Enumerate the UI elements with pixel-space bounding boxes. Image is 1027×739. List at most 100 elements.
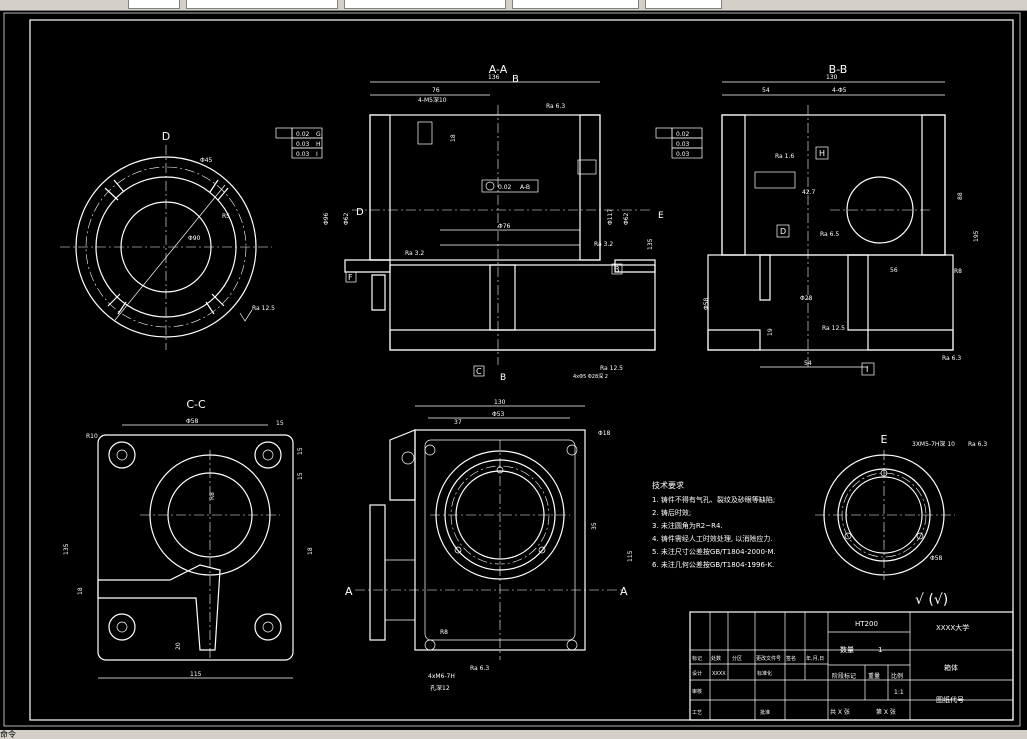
svg-text:Ra 6.3: Ra 6.3: [968, 441, 987, 448]
svg-text:Φ53: Φ53: [492, 411, 505, 418]
svg-text:A: A: [345, 585, 353, 598]
view-aa-label: A-A: [489, 63, 508, 76]
svg-text:Ra 6.3: Ra 6.3: [546, 103, 565, 110]
svg-text:19: 19: [767, 328, 774, 336]
svg-text:处数: 处数: [711, 655, 721, 662]
svg-text:4-M5深10: 4-M5深10: [418, 96, 447, 104]
tab-5[interactable]: [645, 0, 722, 9]
svg-text:37: 37: [454, 419, 462, 426]
cc-plate: [97, 434, 294, 661]
svg-text:A-B: A-B: [520, 184, 530, 191]
tab-2[interactable]: [186, 0, 338, 9]
svg-text:B: B: [614, 265, 620, 274]
svg-text:第 X 张: 第 X 张: [876, 708, 896, 716]
svg-text:R8: R8: [440, 629, 448, 636]
svg-text:18: 18: [77, 587, 84, 595]
svg-text:0.02: 0.02: [498, 184, 512, 191]
svg-text:136: 136: [488, 74, 500, 81]
svg-text:56: 56: [890, 267, 898, 274]
svg-text:C: C: [476, 367, 482, 376]
svg-text:0.03: 0.03: [676, 151, 690, 158]
view-e: E 3XM5-7H深 10 Ra 6.3 Φ58: [815, 433, 987, 580]
d-dim-phi45: Φ45: [200, 157, 213, 164]
svg-text:130: 130: [494, 399, 506, 406]
tech-req-line-3: 3. 未注圆角为R2~R4.: [652, 521, 723, 530]
svg-text:H: H: [316, 141, 321, 148]
tech-requirements: 技术要求 1. 铸件不得有气孔、裂纹及砂眼等缺陷; 2. 铸后时效; 3. 未注…: [652, 480, 776, 569]
svg-text:Φ117: Φ117: [607, 209, 614, 225]
svg-text:Ra 6.5: Ra 6.5: [820, 231, 839, 238]
view-front: 130 Φ53 37 Φ18 R8 115 35 A A 4xM6-7H 孔深1…: [345, 399, 634, 692]
svg-text:195: 195: [973, 230, 980, 242]
svg-text:Ra 3.2: Ra 3.2: [405, 250, 424, 257]
sheet-frame: [29, 19, 1014, 721]
svg-text:更改文件号: 更改文件号: [756, 655, 781, 662]
tech-req-title: 技术要求: [652, 480, 684, 490]
svg-text:135: 135: [63, 543, 70, 555]
svg-text:签名: 签名: [786, 655, 796, 662]
svg-text:4-Φ5: 4-Φ5: [832, 87, 847, 94]
svg-text:54: 54: [804, 360, 812, 367]
svg-text:B: B: [512, 74, 519, 85]
svg-text:18: 18: [307, 547, 314, 555]
svg-text:0.03: 0.03: [296, 151, 310, 158]
svg-text:130: 130: [826, 74, 838, 81]
command-line[interactable]: 命令: [0, 730, 1027, 739]
svg-text:76: 76: [432, 87, 440, 94]
svg-text:标准化: 标准化: [757, 670, 772, 677]
svg-text:1: 1: [878, 646, 882, 654]
svg-text:Ra 12.5: Ra 12.5: [600, 365, 623, 372]
d-roughness: Ra 12.5: [252, 305, 275, 312]
svg-text:54: 54: [762, 87, 770, 94]
svg-text:R5: R5: [222, 213, 230, 220]
svg-text:E: E: [658, 211, 664, 221]
surface-finish-symbol: √ (√): [915, 592, 948, 608]
svg-text:115: 115: [190, 671, 202, 678]
svg-text:R8: R8: [954, 268, 962, 275]
view-cc-label: C-C: [186, 398, 206, 411]
tb-school: XXXX大学: [936, 623, 969, 632]
svg-text:Φ62: Φ62: [343, 212, 350, 225]
tech-req-line-4: 4. 铸件需经人工时效处理, 以消除应力.: [652, 534, 773, 543]
drawing-canvas[interactable]: D Φ45 R5 Φ90 Ra 12.5 A-A 136 76 4-M5深10 …: [0, 10, 1027, 730]
tab-1[interactable]: [128, 0, 180, 9]
svg-text:Ra 6.3: Ra 6.3: [470, 665, 489, 672]
svg-text:孔深12: 孔深12: [430, 684, 450, 692]
svg-text:标记: 标记: [692, 655, 702, 662]
tab-3[interactable]: [344, 0, 506, 9]
svg-text:135: 135: [647, 238, 654, 250]
svg-text:Φ28: Φ28: [800, 295, 813, 302]
svg-text:35: 35: [591, 522, 598, 530]
svg-text:Φ58: Φ58: [703, 297, 710, 310]
view-d-outer-circle: [75, 156, 257, 338]
tech-req-line-6: 6. 未注几何公差按GB/T1804-1996-K.: [652, 560, 774, 569]
svg-text:Φ58: Φ58: [930, 555, 943, 562]
svg-text:XXXX: XXXX: [712, 671, 726, 677]
tech-req-line-2: 2. 铸后时效;: [652, 508, 691, 517]
svg-text:F: F: [348, 273, 353, 282]
svg-text:Φ96: Φ96: [323, 212, 330, 225]
view-e-label: E: [881, 433, 888, 446]
svg-text:20: 20: [175, 642, 182, 650]
svg-text:A: A: [620, 585, 628, 598]
svg-text:15: 15: [297, 447, 304, 455]
svg-text:0.02: 0.02: [676, 131, 690, 138]
svg-text:0.02: 0.02: [296, 131, 310, 138]
view-cc: C-C R10 Φ58 15 15 R8 15 18 20 135 18 115: [63, 398, 314, 679]
svg-text:Φ62: Φ62: [623, 212, 630, 225]
svg-text:Φ76: Φ76: [498, 223, 511, 230]
svg-text:B: B: [500, 373, 506, 383]
svg-text:4xM6-7H: 4xM6-7H: [428, 673, 455, 680]
svg-text:设计: 设计: [692, 670, 702, 677]
tab-4[interactable]: [512, 0, 639, 9]
view-bb-label: B-B: [829, 63, 848, 76]
svg-text:I: I: [866, 365, 868, 374]
svg-text:15: 15: [276, 420, 284, 427]
svg-text:0.03: 0.03: [676, 141, 690, 148]
svg-text:0.03: 0.03: [296, 141, 310, 148]
svg-text:数量: 数量: [840, 645, 854, 654]
front-body: [414, 429, 586, 651]
aa-main-body: [369, 114, 601, 261]
svg-text:88: 88: [957, 192, 964, 200]
svg-text:Ra 1.6: Ra 1.6: [775, 153, 794, 160]
